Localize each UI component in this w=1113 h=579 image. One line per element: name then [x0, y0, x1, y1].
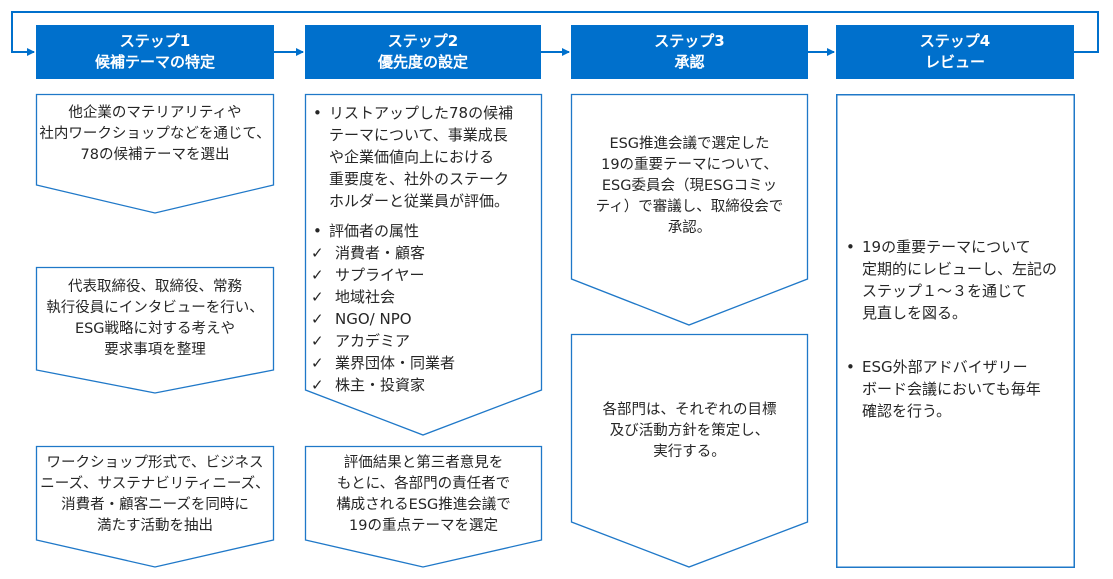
evaluator-label: アカデミア — [335, 332, 411, 350]
loop-back-connector — [11, 11, 1099, 56]
text-line: 実行する。 — [653, 444, 726, 460]
step-2-title: 優先度の設定 — [377, 53, 468, 71]
bullet-item: ESG外部アドバイザリー ボード会議においても毎年 確認を行う。 — [842, 356, 1069, 422]
evaluator-item: ✓ サプライヤー — [309, 264, 538, 286]
step-2-panel-1-text: リストアップした78の候補 テーマについて、事業成長 や企業価値向上における 重… — [309, 102, 538, 396]
chevron-shape — [570, 93, 809, 326]
step-4-number: ステップ4 — [919, 32, 991, 50]
bullet-item: 19の重要テーマについて 定期的にレビューし、左記の ステップ１～３を通じて 見… — [842, 236, 1069, 324]
step-4-panel-text: 19の重要テーマについて 定期的にレビューし、左記の ステップ１～３を通じて 見… — [842, 236, 1069, 422]
text-line: 社内ワークショップなどを通じて、 — [39, 126, 271, 142]
text-line: 確認を行う。 — [862, 402, 952, 420]
evaluator-item: ✓ 株主・投資家 — [309, 374, 538, 396]
step-3-header: ステップ3 承認 — [571, 25, 808, 79]
text-line: 満たす活動を抽出 — [97, 518, 213, 534]
bullet-item: リストアップした78の候補 テーマについて、事業成長 や企業価値向上における 重… — [309, 102, 538, 212]
step-3-panel-2-text: 各部門は、それぞれの目標 及び活動方針を策定し、 実行する。 — [571, 400, 808, 463]
text-line: 評価結果と第三者意見を — [343, 455, 504, 471]
evaluator-item: ✓ アカデミア — [309, 330, 538, 352]
text-line: ESG推進会議で選定した — [609, 136, 770, 152]
step-2-panel-1: リストアップした78の候補 テーマについて、事業成長 や企業価値向上における 重… — [304, 93, 543, 436]
step-4-header: ステップ4 レビュー — [836, 25, 1074, 79]
text-line: 各部門は、それぞれの目標 — [602, 402, 777, 418]
step-3-panel-1-text: ESG推進会議で選定した 19の重要テーマについて、 ESG委員会（現ESGコミ… — [571, 134, 808, 239]
step-1-number: ステップ1 — [119, 32, 191, 50]
step-1-panel-2: 代表取締役、取締役、常務 執行役員にインタビューを行い、 ESG戦略に対する考え… — [35, 266, 275, 394]
check-icon: ✓ — [311, 376, 324, 394]
evaluator-item: ✓ 消費者・顧客 — [309, 242, 538, 264]
chevron-shape — [35, 445, 275, 568]
text-line: ESG外部アドバイザリー — [862, 358, 1028, 376]
text-line: 及び活動方針を策定し、 — [609, 423, 770, 439]
text-line: 19の重要テーマについて — [862, 238, 1031, 256]
text-line: 他企業のマテリアリティや — [68, 105, 242, 121]
text-line: 承認。 — [667, 220, 712, 236]
step-3-title: 承認 — [674, 53, 705, 71]
text-line: 執行役員にインタビューを行い、 — [46, 300, 264, 316]
bullet-item: 評価者の属性 — [309, 220, 538, 242]
text-line: 重要度を、社外のステーク — [329, 170, 510, 188]
check-icon: ✓ — [311, 354, 324, 372]
evaluator-label: サプライヤー — [335, 266, 425, 284]
text-line: 見直しを図る。 — [862, 304, 968, 322]
text-line: 構成されるESG推進会議で — [336, 497, 511, 513]
evaluator-item: ✓ 地域社会 — [309, 286, 538, 308]
text-line: 消費者・顧客ニーズを同時に — [61, 497, 249, 513]
text-line: テーマについて、事業成長 — [329, 126, 508, 144]
evaluator-label: 株主・投資家 — [335, 376, 426, 394]
evaluator-item: ✓ NGO/ NPO — [309, 308, 538, 330]
chevron-shape — [35, 266, 275, 394]
text-line: ESG戦略に対する考えや — [74, 321, 236, 337]
text-line: 定期的にレビューし、左記の — [862, 260, 1058, 278]
step-4-title: レビュー — [924, 53, 985, 71]
text-line: ホルダーと従業員が評価。 — [329, 192, 510, 210]
text-line: ボード会議においても毎年 — [862, 380, 1041, 398]
text-line: ワークショップ形式で、ビジネス — [46, 455, 264, 471]
evaluator-attributes-label: 評価者の属性 — [329, 222, 420, 240]
chevron-shape — [35, 93, 275, 214]
step-4-panel: 19の重要テーマについて 定期的にレビューし、左記の ステップ１～３を通じて 見… — [836, 94, 1075, 568]
check-icon: ✓ — [311, 266, 324, 284]
check-icon: ✓ — [311, 310, 324, 328]
text-line: もとに、各部門の責任者で — [336, 476, 511, 492]
step-2-number: ステップ2 — [387, 32, 459, 50]
text-line: ESG委員会（現ESGコミッ — [601, 178, 778, 194]
text-line: や企業価値向上における — [329, 148, 495, 166]
evaluator-label: 地域社会 — [335, 288, 396, 306]
step-1-panel-1-text: 他企業のマテリアリティや 社内ワークショップなどを通じて、 78の候補テーマを選… — [36, 103, 274, 166]
text-line: ニーズ、サステナビリティニーズ、 — [40, 476, 270, 492]
step-1-header: ステップ1 候補テーマの特定 — [36, 25, 274, 79]
step-2-panel-2: 評価結果と第三者意見を もとに、各部門の責任者で 構成されるESG推進会議で 1… — [304, 445, 543, 568]
text-line: リストアップした78の候補 — [329, 104, 514, 122]
evaluator-list: ✓ 消費者・顧客 ✓ サプライヤー ✓ 地域社会 ✓ NGO/ NPO ✓ アカデミア ✓… — [309, 242, 538, 396]
step-3-panel-2: 各部門は、それぞれの目標 及び活動方針を策定し、 実行する。 — [570, 333, 809, 568]
check-icon: ✓ — [311, 288, 324, 306]
evaluator-label: NGO/ NPO — [335, 310, 412, 328]
step-3-panel-1: ESG推進会議で選定した 19の重要テーマについて、 ESG委員会（現ESGコミ… — [570, 93, 809, 326]
text-line: 78の候補テーマを選出 — [80, 147, 230, 163]
text-line: 19の重要テーマについて、 — [601, 157, 778, 173]
step-2-panel-2-text: 評価結果と第三者意見を もとに、各部門の責任者で 構成されるESG推進会議で 1… — [305, 453, 542, 537]
rect-shape — [836, 94, 1075, 568]
evaluator-item: ✓ 業界団体・同業者 — [309, 352, 538, 374]
text-line: 要求事項を整理 — [104, 342, 206, 358]
evaluator-label: 消費者・顧客 — [335, 244, 426, 262]
step-1-title: 候補テーマの特定 — [94, 53, 215, 71]
step-1-panel-2-text: 代表取締役、取締役、常務 執行役員にインタビューを行い、 ESG戦略に対する考え… — [36, 277, 274, 361]
step-2-header: ステップ2 優先度の設定 — [305, 25, 541, 79]
chevron-shape — [570, 333, 809, 568]
evaluator-label: 業界団体・同業者 — [335, 354, 456, 372]
text-line: 代表取締役、取締役、常務 — [68, 279, 242, 295]
check-icon: ✓ — [311, 244, 324, 262]
chevron-shape — [304, 445, 543, 568]
step-1-panel-3-text: ワークショップ形式で、ビジネス ニーズ、サステナビリティニーズ、 消費者・顧客ニ… — [36, 453, 274, 537]
step-1-panel-1: 他企業のマテリアリティや 社内ワークショップなどを通じて、 78の候補テーマを選… — [35, 93, 275, 214]
text-line: 19の重点テーマを選定 — [349, 518, 498, 534]
text-line: ステップ１～３を通じて — [862, 282, 1028, 300]
step-3-number: ステップ3 — [654, 32, 725, 50]
step-1-panel-3: ワークショップ形式で、ビジネス ニーズ、サステナビリティニーズ、 消費者・顧客ニ… — [35, 445, 275, 568]
text-line: ティ）で審議し、取締役会で — [595, 199, 784, 215]
check-icon: ✓ — [311, 332, 324, 350]
